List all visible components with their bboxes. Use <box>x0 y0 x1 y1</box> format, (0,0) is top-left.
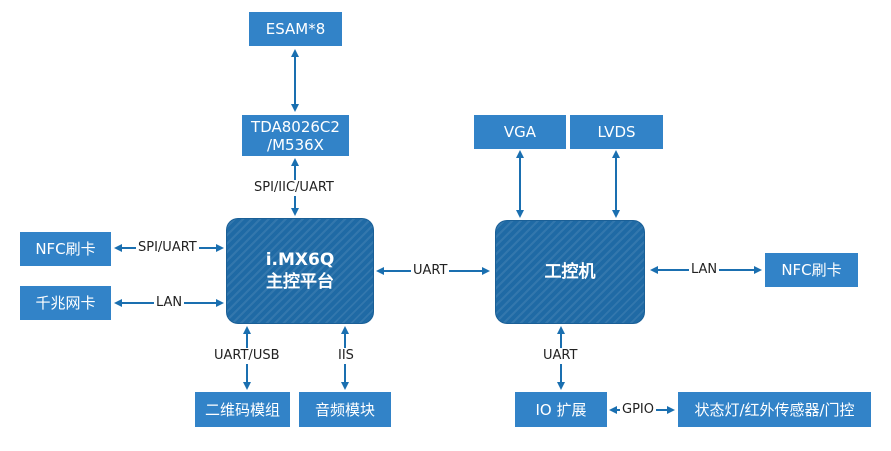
lvds-label: LVDS <box>597 123 636 141</box>
status-box: 状态灯/红外传感器/门控 <box>678 392 871 427</box>
qrcode-box: 二维码模组 <box>195 392 290 427</box>
gigabit-box: 千兆网卡 <box>20 286 111 320</box>
edge-label-uart-io: UART <box>541 348 580 364</box>
edge-label-uart-mid: UART <box>411 263 450 279</box>
tda-box: TDA8026C2 /M536X <box>242 115 349 156</box>
edge-label-lan-left: LAN <box>154 295 185 311</box>
nfc-right-label: NFC刷卡 <box>781 261 842 279</box>
tda-label-line1: TDA8026C2 <box>251 117 340 136</box>
audio-box: 音频模块 <box>299 392 391 427</box>
status-label: 状态灯/红外传感器/门控 <box>694 400 855 419</box>
edge-label-spi-uart: SPI/UART <box>136 240 199 256</box>
edge-label-spi-iic-uart: SPI/IIC/UART <box>252 180 336 196</box>
qrcode-label: 二维码模组 <box>204 400 280 419</box>
esam-label: ESAM*8 <box>265 20 326 38</box>
io-label: IO 扩展 <box>535 400 587 419</box>
edge-label-iis: IIS <box>336 348 356 364</box>
audio-label: 音频模块 <box>314 400 375 419</box>
imx-core-box: i.MX6Q 主控平台 <box>226 218 374 324</box>
edge-label-gpio: GPIO <box>620 402 656 418</box>
gigabit-label: 千兆网卡 <box>35 294 96 312</box>
edge-label-lan-right: LAN <box>689 262 720 278</box>
nfc-left-box: NFC刷卡 <box>20 232 111 266</box>
imx-label-line1: i.MX6Q <box>265 250 335 270</box>
vga-box: VGA <box>474 115 566 149</box>
ipc-core-box: 工控机 <box>495 220 645 324</box>
edge-label-uart-usb: UART/USB <box>212 348 282 364</box>
nfc-right-box: NFC刷卡 <box>765 253 858 287</box>
nfc-left-label: NFC刷卡 <box>35 240 96 258</box>
ipc-label: 工控机 <box>544 262 596 282</box>
lvds-box: LVDS <box>570 115 663 149</box>
io-box: IO 扩展 <box>515 392 607 427</box>
esam-box: ESAM*8 <box>249 12 342 46</box>
vga-label: VGA <box>503 123 537 141</box>
imx-label-line2: 主控平台 <box>266 272 334 292</box>
tda-label-line2: /M536X <box>267 135 324 154</box>
